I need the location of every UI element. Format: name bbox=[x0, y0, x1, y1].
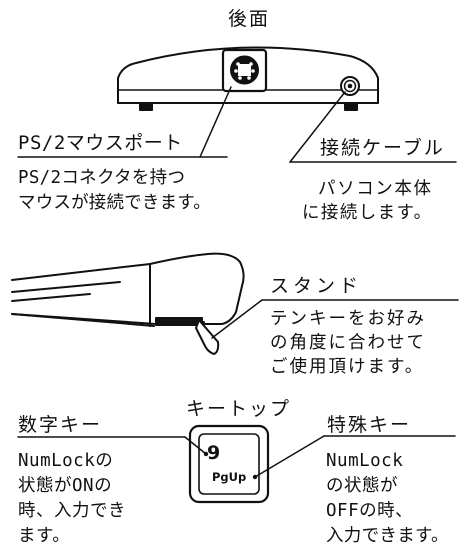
special-key-desc-line-3: OFFの時、 bbox=[326, 501, 414, 521]
ps2-leader-line bbox=[17, 86, 232, 158]
stand-heading: スタンド bbox=[270, 275, 363, 297]
special-key-heading: 特殊キー bbox=[327, 414, 412, 436]
rear-view-title: 後面 bbox=[228, 8, 271, 30]
ps2-port-desc-line-1: PS/2コネクタを持つ bbox=[18, 168, 186, 188]
cable-desc-line-1: パソコン本体 bbox=[318, 179, 433, 199]
cable-desc-line-2: に接続します。 bbox=[302, 203, 433, 223]
numeric-leader-line bbox=[17, 436, 209, 457]
ps2-port-icon bbox=[221, 48, 268, 93]
ps2-port-desc-line-2: マウスが接続できます。 bbox=[18, 193, 211, 213]
stand-side-illustration bbox=[11, 252, 245, 355]
stand-desc-line-2: の角度に合わせて bbox=[270, 333, 426, 353]
stand-desc-line-1: テンキーをお好み bbox=[270, 309, 426, 329]
numeric-key-desc-line-2: 状態がONの bbox=[18, 476, 113, 496]
ps2-port-heading: PS/2マウスポート bbox=[18, 132, 183, 154]
keytop-illustration bbox=[188, 424, 270, 504]
cable-heading: 接続ケーブル bbox=[320, 137, 445, 159]
cable-leader-line bbox=[289, 91, 457, 163]
stand-desc-line-3: ご使用頂けます。 bbox=[270, 357, 425, 377]
numeric-key-desc-line-3: 時、入力でき bbox=[18, 501, 126, 521]
special-leader-line bbox=[252, 435, 456, 480]
special-key-desc-line-4: 入力できます。 bbox=[326, 526, 449, 546]
numeric-key-desc-line-1: NumLockの bbox=[18, 451, 114, 471]
special-key-desc-line-2: の状態が bbox=[326, 476, 398, 496]
keytop-secondary-glyph: PgUp bbox=[212, 470, 247, 484]
keytop-title: キートップ bbox=[186, 398, 292, 420]
special-key-desc-line-1: NumLock bbox=[326, 451, 404, 471]
numeric-key-desc-line-4: ます。 bbox=[18, 526, 71, 546]
cable-connector-icon bbox=[340, 76, 360, 96]
stand-leader-line bbox=[211, 299, 459, 339]
numeric-key-heading: 数字キー bbox=[18, 414, 103, 436]
keytop-primary-glyph: 9 bbox=[207, 442, 221, 464]
